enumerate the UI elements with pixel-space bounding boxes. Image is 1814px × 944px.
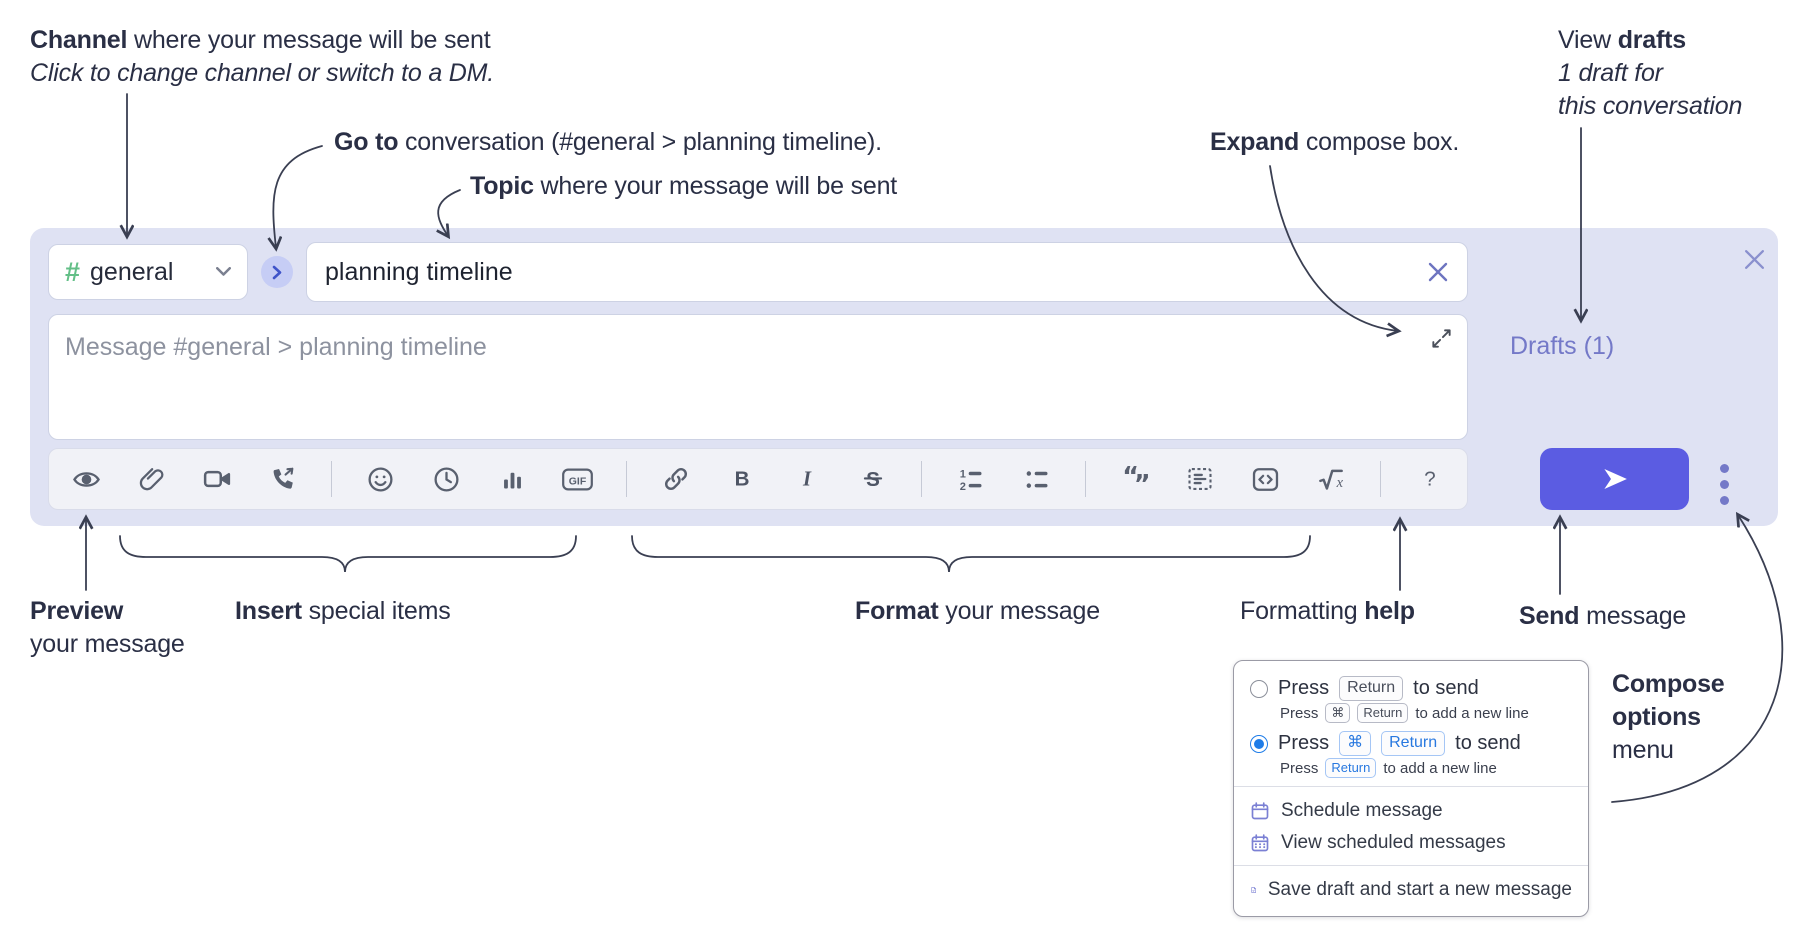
- channel-hash-icon: #: [65, 256, 81, 287]
- toolbar-divider: [331, 461, 333, 497]
- keycap-return: Return: [1381, 731, 1446, 756]
- compose-options-menu-button[interactable]: [1720, 464, 1729, 505]
- preview-eye-icon[interactable]: [69, 462, 103, 496]
- svg-text:S: S: [866, 468, 880, 491]
- annotation-format: Format your message: [855, 597, 1100, 625]
- audio-call-icon[interactable]: [266, 462, 300, 496]
- toolbar-divider: [921, 461, 923, 497]
- toolbar-divider: [1085, 461, 1087, 497]
- video-call-icon[interactable]: [200, 462, 234, 496]
- annotation-expand: Expand compose box.: [1210, 128, 1460, 156]
- message-input[interactable]: Message #general > planning timeline: [48, 314, 1468, 440]
- link-icon[interactable]: [659, 462, 693, 496]
- draft-check-icon: [1251, 887, 1256, 893]
- svg-text:“: “: [1122, 464, 1139, 491]
- quote-icon[interactable]: “ ”: [1118, 462, 1152, 496]
- expand-compose-icon[interactable]: [1430, 327, 1453, 350]
- svg-text:2: 2: [960, 481, 966, 493]
- topic-input[interactable]: planning timeline: [306, 242, 1468, 302]
- annotation-preview: Preview your message: [30, 597, 185, 658]
- help-icon[interactable]: ?: [1413, 462, 1447, 496]
- radio-unselected-icon[interactable]: [1250, 679, 1268, 698]
- annotation-formatting-help: Formatting help: [1240, 597, 1415, 625]
- drafts-link[interactable]: Drafts (1): [1510, 332, 1615, 360]
- menu-option-enter-to-send[interactable]: Press Return to send: [1250, 676, 1572, 701]
- spoiler-icon[interactable]: [1183, 462, 1217, 496]
- topic-value: planning timeline: [325, 257, 513, 286]
- svg-text:1: 1: [960, 468, 966, 480]
- annotation-channel-bold: Channel: [30, 26, 128, 54]
- keycap-cmd: ⌘: [1339, 731, 1372, 756]
- code-icon[interactable]: [1249, 462, 1283, 496]
- toolbar-divider: [626, 461, 628, 497]
- annotation-channel-sub: Click to change channel or switch to a D…: [30, 59, 495, 87]
- close-compose-icon[interactable]: [1742, 247, 1767, 272]
- strikethrough-icon[interactable]: S: [856, 462, 890, 496]
- compose-toolbar: GIF B I S: [48, 448, 1468, 510]
- annotation-insert: Insert special items: [235, 597, 451, 625]
- annotation-send: Send message: [1519, 602, 1687, 630]
- menu-item-schedule-message[interactable]: Schedule message: [1250, 795, 1572, 827]
- annotation-view-drafts: View drafts 1 draft for this conversatio…: [1558, 26, 1743, 120]
- message-placeholder: Message #general > planning timeline: [65, 333, 487, 361]
- svg-text:”: ”: [1134, 469, 1150, 494]
- calendar-grid-icon: [1251, 834, 1269, 852]
- svg-text:GIF: GIF: [569, 476, 586, 487]
- clear-topic-icon[interactable]: [1427, 261, 1449, 283]
- annotation-goto: Go to conversation (#general > planning …: [334, 128, 882, 156]
- annotation-channel-rest: where your message will be sent: [127, 26, 491, 54]
- math-icon[interactable]: x: [1314, 462, 1348, 496]
- menu-option-cmd-enter-to-send[interactable]: Press ⌘ Return to send: [1250, 731, 1572, 756]
- radio-selected-icon[interactable]: [1250, 734, 1268, 753]
- menu-option-enter-to-send-sub: Press ⌘ Return to add a new line: [1280, 703, 1529, 723]
- chevron-down-icon: [216, 267, 231, 277]
- bulleted-list-icon[interactable]: [1020, 462, 1054, 496]
- poll-chart-icon[interactable]: [495, 462, 529, 496]
- keycap-return: Return: [1339, 676, 1404, 701]
- gif-icon[interactable]: GIF: [561, 462, 595, 496]
- svg-text:I: I: [802, 469, 812, 491]
- svg-text:B: B: [734, 468, 749, 491]
- menu-item-view-scheduled-messages[interactable]: View scheduled messages: [1250, 827, 1572, 859]
- menu-divider: [1234, 786, 1588, 787]
- keycap-cmd: ⌘: [1325, 703, 1351, 723]
- compose-box-panel: # general planning timeline Message #gen…: [30, 228, 1778, 526]
- toolbar-divider: [1380, 461, 1382, 497]
- annotation-topic: Topic where your message will be sent: [470, 172, 898, 200]
- channel-name: general: [90, 257, 174, 286]
- numbered-list-icon[interactable]: 1 2: [954, 462, 988, 496]
- menu-divider: [1234, 865, 1588, 866]
- annotation-channel: Channel where your message will be sent …: [30, 24, 494, 90]
- compose-options-menu: Press Return to send Press ⌘ Return to a…: [1233, 660, 1589, 917]
- attach-paperclip-icon[interactable]: [135, 462, 169, 496]
- keycap-return: Return: [1325, 758, 1377, 778]
- svg-text:?: ?: [1424, 468, 1435, 491]
- menu-option-cmd-enter-to-send-sub: Press Return to add a new line: [1280, 758, 1497, 778]
- svg-text:x: x: [1336, 475, 1344, 491]
- annotation-compose-options: Compose options menu: [1612, 670, 1725, 764]
- italic-icon[interactable]: I: [790, 462, 824, 496]
- calendar-icon: [1251, 802, 1269, 820]
- keycap-return: Return: [1357, 703, 1409, 723]
- bold-icon[interactable]: B: [725, 462, 759, 496]
- go-to-conversation-button[interactable]: [261, 256, 293, 288]
- send-plane-icon: [1603, 469, 1627, 489]
- menu-item-save-draft[interactable]: Save draft and start a new message: [1250, 874, 1572, 906]
- chevron-right-icon: [272, 265, 281, 279]
- send-button[interactable]: [1540, 448, 1689, 510]
- channel-selector[interactable]: # general: [48, 244, 248, 300]
- global-time-icon[interactable]: [430, 462, 464, 496]
- emoji-icon[interactable]: [364, 462, 398, 496]
